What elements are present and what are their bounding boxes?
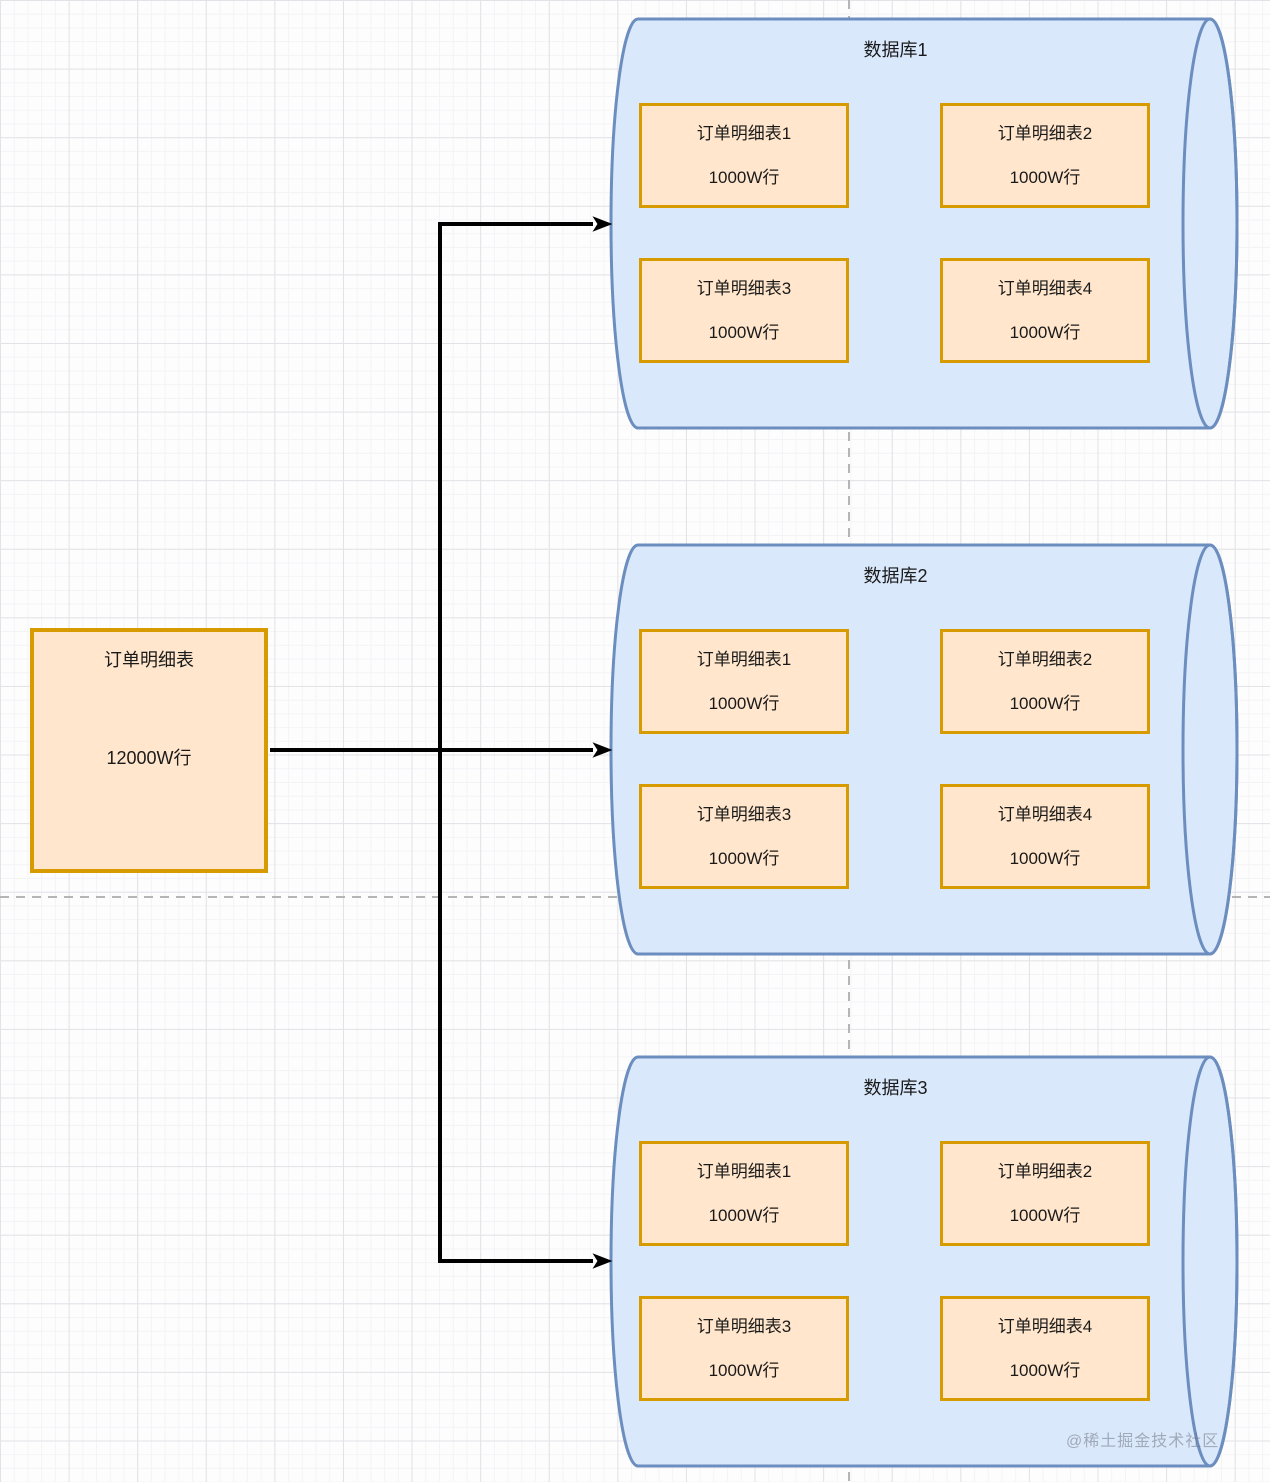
table-name: 订单明细表1 [696, 1162, 792, 1181]
table-box: 订单明细表2 1000W行 [940, 103, 1150, 208]
table-rows: 1000W行 [708, 849, 780, 868]
table-name: 订单明细表2 [997, 124, 1093, 143]
source-table-title: 订单明细表 [104, 650, 194, 670]
table-box: 订单明细表1 1000W行 [639, 103, 849, 208]
table-name: 订单明细表3 [696, 805, 792, 824]
table-box: 订单明细表3 1000W行 [639, 1296, 849, 1401]
database-1: 数据库1 订单明细表1 1000W行 订单明细表2 1000W行 订单明细表3 … [608, 16, 1240, 432]
table-name: 订单明细表1 [696, 124, 792, 143]
cylinder-body [609, 543, 1239, 956]
table-rows: 1000W行 [1009, 323, 1081, 342]
database-title: 数据库2 [863, 566, 928, 586]
database-2: 数据库2 订单明细表1 1000W行 订单明细表2 1000W行 订单明细表3 … [608, 542, 1240, 958]
table-box: 订单明细表1 1000W行 [639, 629, 849, 734]
source-table-box: 订单明细表 12000W行 [30, 628, 268, 873]
database-3: 数据库3 订单明细表1 1000W行 订单明细表2 1000W行 订单明细表3 … [608, 1054, 1240, 1470]
table-rows: 1000W行 [708, 168, 780, 187]
table-box: 订单明细表1 1000W行 [639, 1141, 849, 1246]
source-table-rows: 12000W行 [106, 748, 192, 768]
table-rows: 1000W行 [1009, 168, 1081, 187]
table-rows: 1000W行 [708, 1206, 780, 1225]
table-rows: 1000W行 [708, 323, 780, 342]
table-box: 订单明细表4 1000W行 [940, 784, 1150, 889]
table-rows: 1000W行 [1009, 849, 1081, 868]
table-rows: 1000W行 [1009, 694, 1081, 713]
table-name: 订单明细表3 [696, 1317, 792, 1336]
table-box: 订单明细表3 1000W行 [639, 258, 849, 363]
table-name: 订单明细表4 [997, 805, 1093, 824]
cylinder-cap [1181, 1055, 1239, 1468]
table-rows: 1000W行 [1009, 1361, 1081, 1380]
database-cylinder-icon [609, 543, 1239, 956]
table-name: 订单明细表2 [997, 650, 1093, 669]
table-box: 订单明细表3 1000W行 [639, 784, 849, 889]
table-box: 订单明细表2 1000W行 [940, 1141, 1150, 1246]
table-box: 订单明细表4 1000W行 [940, 1296, 1150, 1401]
cylinder-cap [1181, 543, 1239, 956]
cylinder-cap [1181, 17, 1239, 430]
table-rows: 1000W行 [708, 694, 780, 713]
table-name: 订单明细表2 [997, 1162, 1093, 1181]
cylinder-body [609, 17, 1239, 430]
table-box: 订单明细表2 1000W行 [940, 629, 1150, 734]
table-name: 订单明细表1 [696, 650, 792, 669]
database-title: 数据库1 [863, 40, 928, 60]
database-cylinder-icon [609, 1055, 1239, 1468]
table-rows: 1000W行 [708, 1361, 780, 1380]
table-box: 订单明细表4 1000W行 [940, 258, 1150, 363]
database-title: 数据库3 [863, 1078, 928, 1098]
watermark: @稀土掘金技术社区 [1066, 1433, 1220, 1450]
table-name: 订单明细表4 [997, 279, 1093, 298]
database-cylinder-icon [609, 17, 1239, 430]
table-name: 订单明细表4 [997, 1317, 1093, 1336]
table-rows: 1000W行 [1009, 1206, 1081, 1225]
cylinder-body [609, 1055, 1239, 1468]
table-name: 订单明细表3 [696, 279, 792, 298]
